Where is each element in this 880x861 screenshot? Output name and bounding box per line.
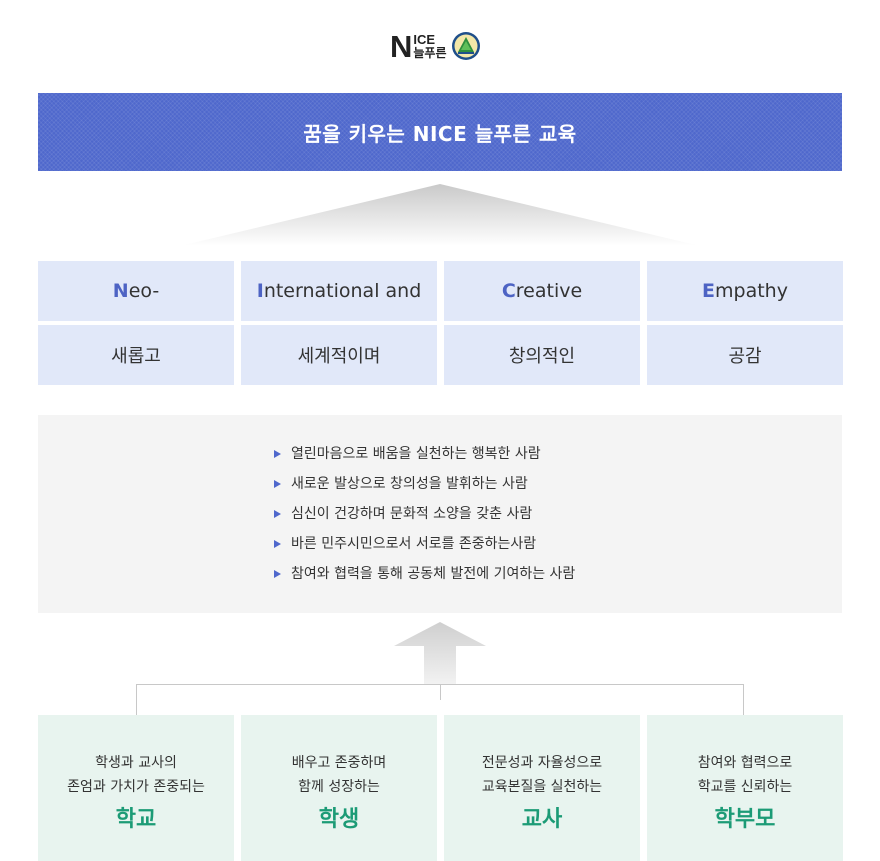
up-arrow-icon (394, 622, 486, 684)
list-item: 새로운 발상으로 창의성을 발휘하는 사람 (274, 474, 575, 504)
list-item: 열린마음으로 배움을 실천하는 행복한 사람 (274, 444, 575, 474)
korean-cell-global: 세계적이며 (241, 325, 437, 385)
value-text: 새로운 발상으로 창의성을 발휘하는 사람 (291, 476, 528, 492)
bullet-icon (274, 570, 281, 578)
values-panel: 열린마음으로 배움을 실천하는 행복한 사람 새로운 발상으로 창의성을 발휘하… (38, 415, 842, 613)
values-list: 열린마음으로 배움을 실천하는 행복한 사람 새로운 발상으로 창의성을 발휘하… (274, 444, 575, 594)
value-text: 바른 민주시민으로서 서로를 존중하는사람 (291, 536, 537, 552)
logo-words: ICE 늘푸른 (413, 33, 446, 59)
green-mountain-emblem-icon (451, 32, 480, 60)
acronym-rest: nternational and (263, 280, 422, 302)
bullet-icon (274, 450, 281, 458)
pillar-title: 학생 (318, 807, 360, 832)
acronym-initial: E (702, 280, 716, 302)
pillar-teacher: 전문성과 자율성으로 교육본질을 실천하는 교사 (444, 715, 640, 861)
logo-word-bottom: 늘푸른 (413, 46, 447, 60)
vision-banner: 꿈을 키우는 NICE 늘푸른 교육 (38, 93, 842, 171)
pillar-line1: 참여와 협력으로 (697, 755, 793, 771)
pillar-line2: 교육본질을 실천하는 (481, 779, 603, 795)
value-text: 열린마음으로 배움을 실천하는 행복한 사람 (291, 446, 541, 462)
acronym-initial: C (501, 280, 516, 302)
acronym-rest: mpathy (715, 280, 788, 302)
bullet-icon (274, 480, 281, 488)
acronym-rest: eo- (128, 280, 160, 302)
pillar-title: 교사 (521, 807, 563, 832)
pillars-row: 학생과 교사의 존엄과 가치가 존중되는 학교 배우고 존중하며 함께 성장하는… (38, 715, 843, 861)
logo-word-top: ICE (413, 32, 436, 47)
korean-cell-new: 새롭고 (38, 325, 234, 385)
list-item: 심신이 건강하며 문화적 소양을 갖춘 사람 (274, 504, 575, 534)
list-item: 참여와 협력을 통해 공동체 발전에 기여하는 사람 (274, 564, 575, 594)
pillar-title: 학교 (115, 807, 157, 832)
list-item: 바른 민주시민으로서 서로를 존중하는사람 (274, 534, 575, 564)
acronym-initial: N (112, 280, 129, 302)
nice-logo: N ICE 늘푸른 (390, 28, 481, 64)
pillar-line1: 학생과 교사의 (95, 755, 177, 771)
logo-initial: N (390, 28, 413, 64)
pillar-line2: 학교를 신뢰하는 (697, 779, 793, 795)
acronym-rest: reative (515, 280, 583, 302)
pillar-line2: 함께 성장하는 (298, 779, 380, 795)
bullet-icon (274, 510, 281, 518)
banner-title: 꿈을 키우는 NICE 늘푸른 교육 (303, 121, 577, 146)
korean-cell-empathy: 공감 (647, 325, 843, 385)
value-text: 심신이 건강하며 문화적 소양을 갖춘 사람 (291, 506, 533, 522)
pillar-line1: 전문성과 자율성으로 (481, 755, 603, 771)
bullet-icon (274, 540, 281, 548)
connector-lines (136, 684, 744, 715)
acronym-initial: I (256, 280, 264, 302)
roof-shape (180, 184, 700, 246)
pillar-student: 배우고 존중하며 함께 성장하는 학생 (241, 715, 437, 861)
pillar-parents: 참여와 협력으로 학교를 신뢰하는 학부모 (647, 715, 843, 861)
pillar-title: 학부모 (714, 807, 776, 832)
pillar-school: 학생과 교사의 존엄과 가치가 존중되는 학교 (38, 715, 234, 861)
korean-cell-creative: 창의적인 (444, 325, 640, 385)
pillar-line2: 존엄과 가치가 존중되는 (67, 779, 205, 795)
pillar-line1: 배우고 존중하며 (291, 755, 387, 771)
value-text: 참여와 협력을 통해 공동체 발전에 기여하는 사람 (291, 566, 576, 582)
